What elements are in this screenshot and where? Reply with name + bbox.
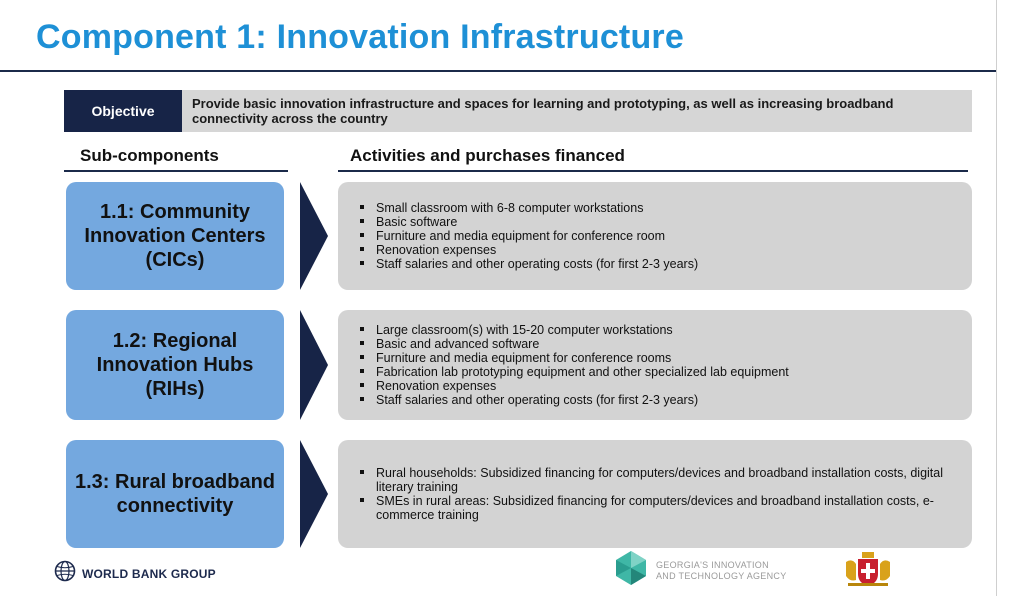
title-divider — [0, 70, 996, 72]
globe-icon — [54, 560, 76, 587]
activity-item: Basic and advanced software — [358, 337, 789, 351]
activity-item: Staff salaries and other operating costs… — [358, 393, 789, 407]
sub-component-label: 1.3: Rural broadband connectivity — [74, 471, 276, 517]
activity-item: Furniture and media equipment for confer… — [358, 351, 789, 365]
sub-component-broadband: 1.3: Rural broadband connectivity — [66, 440, 284, 548]
slide-edge — [996, 0, 997, 596]
gita-logo: GEORGIA'S INNOVATION AND TECHNOLOGY AGEN… — [614, 550, 787, 591]
gita-text-line2: AND TECHNOLOGY AGENCY — [656, 570, 787, 581]
objective-label: Objective — [64, 90, 182, 132]
chevron-right-icon — [300, 440, 328, 548]
sub-components-heading: Sub-components — [80, 146, 219, 165]
sub-component-cics: 1.1: Community Innovation Centers (CICs) — [66, 182, 284, 290]
chevron-right-icon — [300, 310, 328, 420]
activities-box-cics: Small classroom with 6-8 computer workst… — [338, 182, 972, 290]
sub-component-label: 1.1: Community Innovation Centers (CICs) — [84, 201, 266, 271]
activity-item: Basic software — [358, 215, 698, 229]
activity-item: Furniture and media equipment for confer… — [358, 229, 698, 243]
world-bank-logo: WORLD BANK GROUP — [54, 560, 216, 587]
coat-of-arms-icon — [842, 550, 894, 593]
objective-text: Provide basic innovation infrastructure … — [192, 96, 894, 126]
activity-item: Small classroom with 6-8 computer workst… — [358, 201, 698, 215]
activity-item: Staff salaries and other operating costs… — [358, 257, 698, 271]
activity-item: Large classroom(s) with 15-20 computer w… — [358, 323, 789, 337]
activity-item: Rural households: Subsidized financing f… — [358, 466, 952, 494]
gita-text-line1: GEORGIA'S INNOVATION — [656, 559, 769, 570]
sub-components-rule — [64, 170, 288, 172]
activity-item: SMEs in rural areas: Subsidized financin… — [358, 494, 952, 522]
sub-component-label: 1.2: Regional Innovation Hubs (RIHs) — [96, 330, 254, 400]
chevron-right-icon — [300, 182, 328, 290]
slide-title: Component 1: Innovation Infrastructure — [36, 18, 684, 56]
activity-item: Renovation expenses — [358, 243, 698, 257]
activity-item: Fabrication lab prototyping equipment an… — [358, 365, 789, 379]
gem-icon — [614, 550, 648, 591]
activities-rule — [338, 170, 968, 172]
activity-item: Renovation expenses — [358, 379, 789, 393]
sub-component-rihs: 1.2: Regional Innovation Hubs (RIHs) — [66, 310, 284, 420]
world-bank-text: WORLD BANK GROUP — [82, 566, 216, 581]
activities-heading: Activities and purchases financed — [350, 146, 625, 165]
activities-box-rihs: Large classroom(s) with 15-20 computer w… — [338, 310, 972, 420]
objective-bar: Objective Provide basic innovation infra… — [64, 90, 972, 132]
activities-box-broadband: Rural households: Subsidized financing f… — [338, 440, 972, 548]
